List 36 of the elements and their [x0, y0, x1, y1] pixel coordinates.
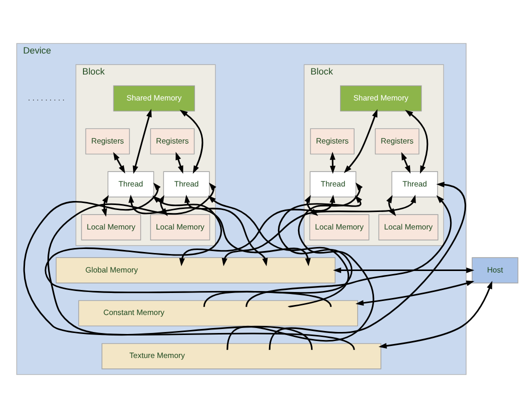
node-box: Local Memory [309, 214, 370, 240]
node-box: Texture Memory [102, 342, 382, 369]
arrow [246, 194, 452, 307]
node-box: Local Memory [150, 214, 210, 240]
node-box: Registers [85, 128, 130, 154]
label: . . . . . . . . . [28, 92, 65, 102]
arrow [132, 108, 152, 174]
node-box: Shared Memory [113, 84, 195, 111]
arrow [268, 181, 466, 350]
arrow [222, 194, 416, 266]
arrow [226, 182, 374, 350]
arrow [128, 194, 311, 266]
arrow [47, 182, 313, 350]
arrow [356, 280, 474, 306]
arrow [179, 194, 336, 266]
arrow [333, 266, 474, 273]
node-box: Registers [150, 128, 195, 154]
arrow [180, 109, 204, 174]
node-box: Local Memory [81, 214, 142, 240]
node-box: Thread [108, 170, 154, 197]
node-box: Constant Memory [78, 300, 358, 326]
node-box: Host [472, 256, 518, 283]
arrow [405, 109, 428, 174]
node-box: Shared Memory [340, 84, 422, 111]
node-box: Registers [374, 128, 420, 154]
node-box: Registers [310, 128, 354, 154]
node-box: Local Memory [378, 214, 438, 240]
node-box: Thread [163, 170, 210, 197]
arrow [184, 194, 268, 266]
arrow [378, 280, 492, 348]
node-box: Thread [391, 170, 438, 197]
arrow [23, 182, 355, 350]
arrow [344, 108, 378, 173]
node-box: Thread [310, 170, 356, 197]
arrow [44, 195, 332, 307]
arrow [113, 152, 126, 174]
